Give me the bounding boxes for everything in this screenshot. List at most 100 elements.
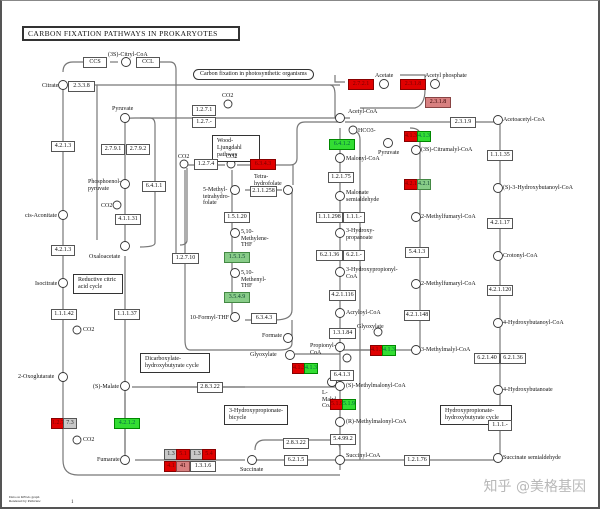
compound-fumarate[interactable]: Fumarate <box>97 457 120 463</box>
compound-co2-c[interactable]: CO2 <box>226 154 238 160</box>
enzyme-6-3-4-3-red[interactable]: 6.3.4.3 <box>250 159 276 170</box>
compound-4-hydroxybutanoate[interactable]: 4-Hydroxybutanoate <box>503 387 553 393</box>
enzyme-5-4-1-3[interactable]: 5.4.1.3 <box>405 247 429 258</box>
enzyme-2-7-2-1[interactable]: 2.7.2.1 <box>348 79 374 90</box>
enzyme-2-7-9-2[interactable]: 2.7.9.2 <box>126 144 150 155</box>
compound-crotonyl-coa[interactable]: Crotonyl-CoA <box>503 253 538 259</box>
enzyme-6-2-1-5[interactable]: 6.2.1.5 <box>284 455 308 466</box>
enzyme-1-3-5-d[interactable]: 5.4 <box>202 449 216 460</box>
compound-10-formyl-thf[interactable]: 10-Formyl-THF <box>190 315 229 321</box>
enzyme-6-2-1-36[interactable]: 6.2.1.36 <box>316 250 343 261</box>
enzyme-1-1-1-x-2[interactable]: 1.1.1.- <box>488 420 512 431</box>
enzyme-1-1-1-298[interactable]: 1.1.1.298 <box>316 212 343 223</box>
compound-co2-b[interactable]: CO2 <box>178 154 190 160</box>
compound-hco3[interactable]: HCO3- <box>358 128 376 134</box>
compound-2-methylfumaryl-coa-1[interactable]: 2-Methylfumaryl-CoA <box>421 214 476 220</box>
compound-acryloyl-coa[interactable]: Acryloyl-CoA <box>346 310 381 316</box>
enzyme-4-1-3-24-green-a[interactable]: 4.1.3.24 <box>382 345 396 356</box>
enzyme-2-8-3-22-b[interactable]: 2.8.3.22 <box>283 438 309 449</box>
compound-citrate[interactable]: Citrate <box>42 83 59 89</box>
enzyme-1-3-1-6[interactable]: 1.3.1.6 <box>190 461 216 472</box>
enzyme-5-4-99-2[interactable]: 5.4.99.2 <box>330 434 356 445</box>
enzyme-ccs[interactable]: CCS <box>83 57 107 68</box>
compound-propionyl-coa[interactable]: Propionyl-CoA <box>310 343 336 356</box>
enzyme-6-4-1-2[interactable]: 6.4.1.2 <box>329 139 355 150</box>
compound-isocitrate[interactable]: Isocitrate <box>35 281 58 287</box>
enzyme-1-2-7-x[interactable]: 1.2.7.- <box>192 117 216 128</box>
compound-co2[interactable]: CO2 <box>101 203 113 209</box>
compound-pyruvate[interactable]: Pyruvate <box>112 106 134 112</box>
enzyme-2-3-3-8[interactable]: 2.3.3.8 <box>68 81 95 92</box>
compound-glyoxylate[interactable]: Glyoxylate <box>357 324 384 330</box>
link-carbon-fixation-photosynthetic[interactable]: Carbon fixation in photosynthetic organi… <box>193 69 314 80</box>
compound-acetoacetyl-coa[interactable]: Acetoacetyl-CoA <box>503 117 545 123</box>
enzyme-6-2-1-40[interactable]: 6.2.1.40 <box>474 353 500 364</box>
enzyme-1-3-5-f[interactable]: 41 <box>176 461 190 472</box>
enzyme-6-4-1-1[interactable]: 6.4.1.1 <box>142 181 166 192</box>
compound-2-oxoglutarate[interactable]: 2-Oxoglutarate <box>18 374 55 380</box>
enzyme-6-4-1-3[interactable]: 6.4.1.3 <box>330 370 354 381</box>
enzyme-2-1-1-258[interactable]: 2.1.1.258 <box>250 186 277 197</box>
enzyme-1-3-1-84[interactable]: 1.3.1.84 <box>329 328 356 339</box>
compound-3-hydroxybutanoyl-coa[interactable]: (S)-3-Hydroxybutanoyl-CoA <box>503 185 573 191</box>
compound-citryl-coa[interactable]: (3S)-Citryl-CoA <box>108 52 148 58</box>
enzyme-1-1-1-35[interactable]: 1.1.1.35 <box>487 150 513 161</box>
compound-cis-aconitate[interactable]: cis-Aconitate <box>25 213 57 219</box>
compound-5-methyl-thf[interactable]: 5-Methyl-tetrahydro-folate <box>203 187 230 206</box>
enzyme-2-3-1-9[interactable]: 2.3.1.9 <box>450 117 476 128</box>
compound-succinate[interactable]: Succinate <box>240 467 264 473</box>
enzyme-4-2-1-17[interactable]: 4.2.1.17 <box>487 218 513 229</box>
enzyme-2-3-1-8-a[interactable]: 2.3.1.8 <box>400 79 426 90</box>
enzyme-4-2-1-3-b[interactable]: 4.2.1.3 <box>51 245 75 256</box>
enzyme-6-2-1-36-b[interactable]: 6.2.1.36 <box>500 353 526 364</box>
compound-co2-d[interactable]: CO2 <box>83 327 95 333</box>
compound-malonyl-coa[interactable]: Malonyl-CoA <box>346 156 380 162</box>
compound-4-hydroxybutanoyl-coa[interactable]: 4-Hydroxybutanoyl-CoA <box>503 320 564 326</box>
compound-co2-a[interactable]: CO2 <box>222 93 234 99</box>
compound-phosphoenolpyruvate[interactable]: Phosphoenol-pyruvate <box>88 179 121 192</box>
enzyme-1-2-7-10[interactable]: 1.2.7.10 <box>172 253 199 264</box>
enzyme-4-2-1-116[interactable]: 4.2.1.116 <box>329 290 356 301</box>
enzyme-1-2-1-76[interactable]: 1.2.1.76 <box>404 455 430 466</box>
enzyme-2-7-9-1[interactable]: 2.7.9.1 <box>101 144 125 155</box>
compound-co2-e[interactable]: CO2 <box>83 437 95 443</box>
compound-formate[interactable]: Formate <box>262 333 282 339</box>
box-reductive-citric-acid-cycle[interactable]: Reductive citric acid cycle <box>73 274 123 294</box>
compound-acetate[interactable]: Acetate <box>375 73 394 79</box>
enzyme-1-5-1-5[interactable]: 1.5.1.5 <box>224 252 250 263</box>
enzyme-1-2-7-1[interactable]: 1.2.7.1 <box>192 105 216 116</box>
enzyme-1-1-1-42[interactable]: 1.1.1.42 <box>51 309 77 320</box>
enzyme-4-2-1-3-a[interactable]: 4.2.1.3 <box>51 141 75 152</box>
enzyme-6-3-4-3[interactable]: 6.3.4.3 <box>251 313 277 324</box>
enzyme-6-2-1-x[interactable]: 6.2.1.- <box>343 250 365 261</box>
enzyme-ccl[interactable]: CCL <box>136 57 160 68</box>
enzyme-4-1-3-24-green-b[interactable]: 4.1.3.24 <box>304 363 318 374</box>
compound-malonate-semialdehyde[interactable]: Malonate semialdehyde <box>346 190 379 203</box>
box-wood-ljungdahl[interactable]: Wood-Ljungdahl pathway <box>212 135 260 162</box>
enzyme-1-1-1-37[interactable]: 1.1.1.37 <box>114 309 140 320</box>
compound-s-malate[interactable]: (S)-Malate <box>93 384 119 390</box>
compound-oxaloacetate[interactable]: Oxaloacetate <box>89 254 121 260</box>
compound-succinate-semialdehyde[interactable]: Succinate semialdehyde <box>503 455 561 461</box>
compound-5-10-methylene-thf[interactable]: 5,10-Methylene-THF <box>241 229 269 248</box>
compound-3-methylmalyl-coa[interactable]: 3-Methylmalyl-CoA <box>421 347 471 353</box>
compound-3-hydroxypropionyl-coa[interactable]: 3-Hydroxypropionyl-CoA <box>346 267 398 280</box>
compound-acetyl-phosphate[interactable]: Acetyl phosphate <box>425 73 467 79</box>
enzyme-1-3-5-b[interactable]: 5.1 <box>176 449 190 460</box>
enzyme-4-1-1-31[interactable]: 4.1.1.31 <box>115 214 141 225</box>
compound-5-10-methenyl-thf[interactable]: 5,10-Methenyl-THF <box>241 270 266 289</box>
compound-3-hydroxypropanoate[interactable]: 3-Hydroxy-propanoate <box>346 228 375 241</box>
enzyme-1-1-1-x[interactable]: 1.1.1.- <box>343 212 365 223</box>
enzyme-2-3-1-8-b[interactable]: 2.3.1.8 <box>425 97 451 108</box>
compound-succinyl-coa[interactable]: Succinyl-CoA <box>346 453 381 459</box>
enzyme-4-2-1-153-green[interactable]: 4.2.1.153 <box>417 179 431 190</box>
enzyme-1-2-7-3-gray[interactable]: 7.3 <box>63 418 77 429</box>
enzyme-4-2-1-2[interactable]: 4.2.1.2 <box>114 418 140 429</box>
compound-s-methylmalonyl-coa[interactable]: (S)-Methylmalonyl-CoA <box>346 383 406 389</box>
enzyme-1-2-1-75[interactable]: 1.2.1.75 <box>328 172 354 183</box>
enzyme-3-5-4-9[interactable]: 3.5.4.9 <box>224 292 250 303</box>
compound-glyoxylate-2[interactable]: Glyoxylate <box>250 352 277 358</box>
enzyme-4-1-3-25-green[interactable]: 4.1.3.25 <box>417 131 431 142</box>
compound-r-methylmalonyl-coa[interactable]: (R)-Methylmalonyl-CoA <box>346 419 407 425</box>
compound-pyruvate-2[interactable]: Pyruvate <box>378 150 400 156</box>
